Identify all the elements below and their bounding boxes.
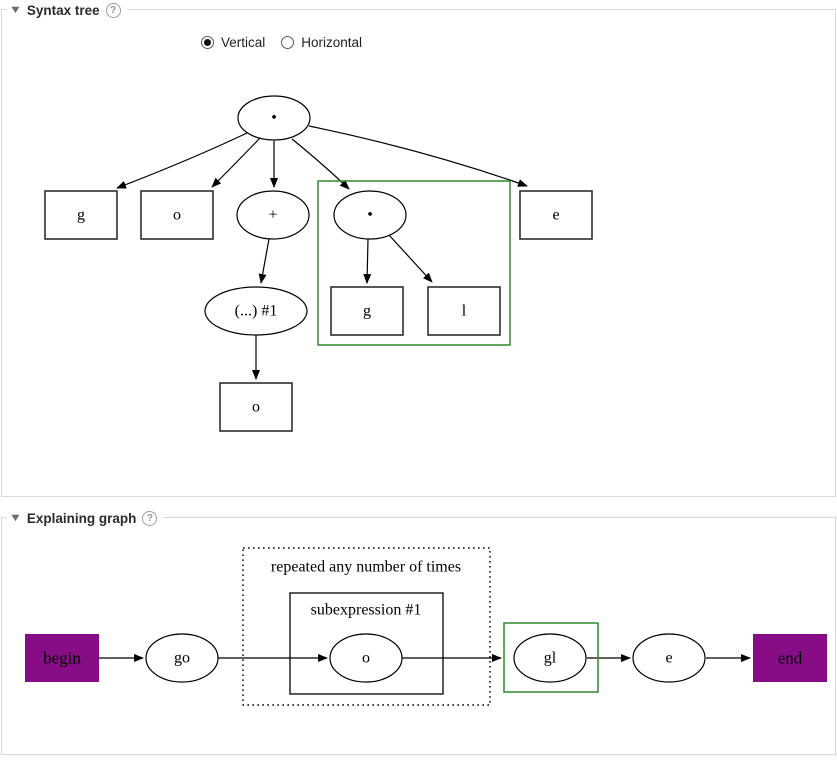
tree-node-g2-label: g (363, 303, 371, 320)
tree-node-group1[interactable]: (...) #1 (204, 286, 308, 336)
vertical-radio-label[interactable]: Vertical (221, 35, 266, 50)
graph-node-go-label: go (174, 650, 190, 667)
graph-node-go[interactable]: go (145, 633, 219, 683)
tree-node-o2-shape (219, 382, 293, 432)
tree-node-plus-label: + (268, 207, 277, 224)
help-icon[interactable]: ? (142, 510, 158, 526)
syntax-tree-section: ▼ Syntax tree ? (1, 0, 836, 497)
tree-node-root-concat[interactable]: • (237, 95, 311, 141)
graph-node-gl-label: gl (544, 650, 557, 667)
orientation-radio-group: Vertical Horizontal (201, 35, 362, 50)
tree-node-g1-shape (44, 190, 118, 240)
tree-node-concat-label: • (367, 207, 373, 224)
syntax-tree-legend: ▼ Syntax tree ? (7, 0, 127, 20)
graph-node-o[interactable]: o (329, 633, 403, 683)
tree-node-l1-shape (427, 286, 501, 336)
graph-node-e-label: e (665, 650, 672, 667)
graph-node-o-shape (329, 633, 403, 683)
tree-node-plus-shape (236, 190, 310, 240)
graph-node-end[interactable]: end (753, 634, 827, 682)
horizontal-radio-label[interactable]: Horizontal (301, 35, 363, 50)
tree-node-o2-label: o (252, 399, 260, 416)
explaining-graph-legend: ▼ Explaining graph ? (7, 508, 164, 528)
vertical-radio[interactable] (201, 36, 214, 49)
tree-node-g2[interactable]: g (330, 286, 404, 336)
graph-node-gl-shape (513, 633, 587, 683)
graph-node-end-label: end (778, 649, 803, 668)
graph-node-begin-shape (25, 634, 99, 682)
tree-node-e1[interactable]: e (519, 190, 593, 240)
tree-node-g1-label: g (77, 207, 85, 224)
syntax-tree-title: Syntax tree (26, 2, 100, 18)
tree-node-concat-shape (333, 190, 407, 240)
tree-node-root-shape (237, 95, 311, 141)
graph-node-end-shape (753, 634, 827, 682)
graph-node-o-label: o (362, 650, 370, 667)
tree-node-g2-shape (330, 286, 404, 336)
graph-node-e-shape (632, 633, 706, 683)
graph-node-gl[interactable]: gl (513, 633, 587, 683)
tree-node-o1-label: o (173, 207, 181, 224)
syntax-tree-graph: • g o + • e (...) #1 g (44, 95, 593, 432)
horizontal-radio[interactable] (281, 36, 295, 49)
tree-node-group1-label: (...) #1 (235, 303, 278, 320)
tree-node-inner-concat[interactable]: • (333, 190, 407, 240)
graph-node-begin[interactable]: begin (25, 634, 99, 682)
help-icon[interactable]: ? (105, 2, 121, 18)
explaining-graph-title: Explaining graph (26, 510, 137, 526)
explaining-graph-section: ▼ Explaining graph ? (1, 508, 836, 755)
tree-node-group1-shape (204, 286, 308, 336)
tree-node-e1-label: e (552, 207, 559, 224)
tree-node-e1-shape (519, 190, 593, 240)
graph-node-e[interactable]: e (632, 633, 706, 683)
collapse-triangle-icon[interactable]: ▼ (8, 3, 23, 16)
tree-node-root-label: • (271, 110, 277, 127)
graph-node-go-shape (145, 633, 219, 683)
graph-node-begin-label: begin (43, 649, 81, 668)
radio-selected-dot (204, 39, 211, 46)
tree-node-o2[interactable]: o (219, 382, 293, 432)
tree-node-o1[interactable]: o (140, 190, 214, 240)
collapse-triangle-icon[interactable]: ▼ (8, 511, 23, 524)
tree-node-l1[interactable]: l (427, 286, 501, 336)
tree-node-l1-label: l (462, 303, 467, 320)
tree-node-o1-shape (140, 190, 214, 240)
tree-node-plus[interactable]: + (236, 190, 310, 240)
tree-node-g1[interactable]: g (44, 190, 118, 240)
